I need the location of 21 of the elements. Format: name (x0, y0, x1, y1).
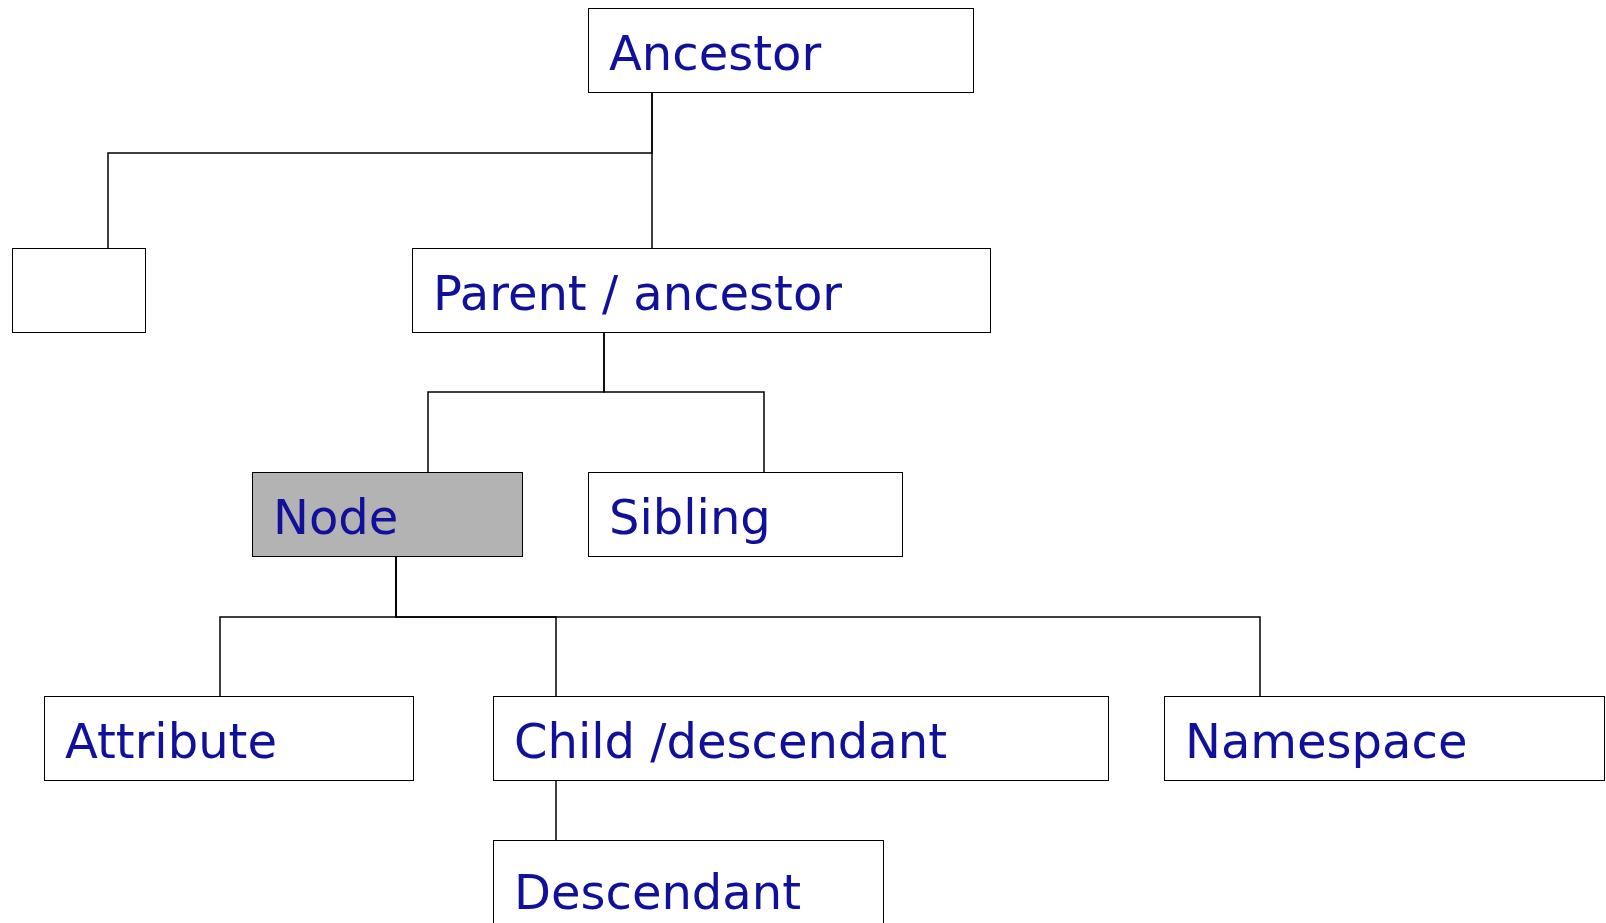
connector-line (603, 332, 765, 473)
tree-box (588, 472, 903, 557)
tree-box (493, 840, 884, 923)
node-label: Descendant (514, 865, 801, 919)
tree-box (44, 696, 414, 781)
node-label: Parent / ancestor (433, 266, 843, 319)
connector-line (555, 780, 557, 841)
node-label: Ancestor (609, 26, 822, 79)
tree-box (1164, 696, 1605, 781)
tree-box (493, 696, 1109, 781)
node-label: Namespace (1185, 714, 1468, 767)
tree-box (588, 8, 974, 93)
tree-box (412, 248, 991, 333)
node-label: Child /descendant (514, 714, 947, 767)
empty-box (12, 248, 146, 333)
node-label: Sibling (609, 490, 771, 543)
node-label: Node (273, 490, 399, 543)
node-label: Attribute (65, 714, 277, 767)
connector-line (395, 556, 1261, 697)
connector-line (651, 92, 653, 249)
highlighted-box (252, 472, 523, 557)
